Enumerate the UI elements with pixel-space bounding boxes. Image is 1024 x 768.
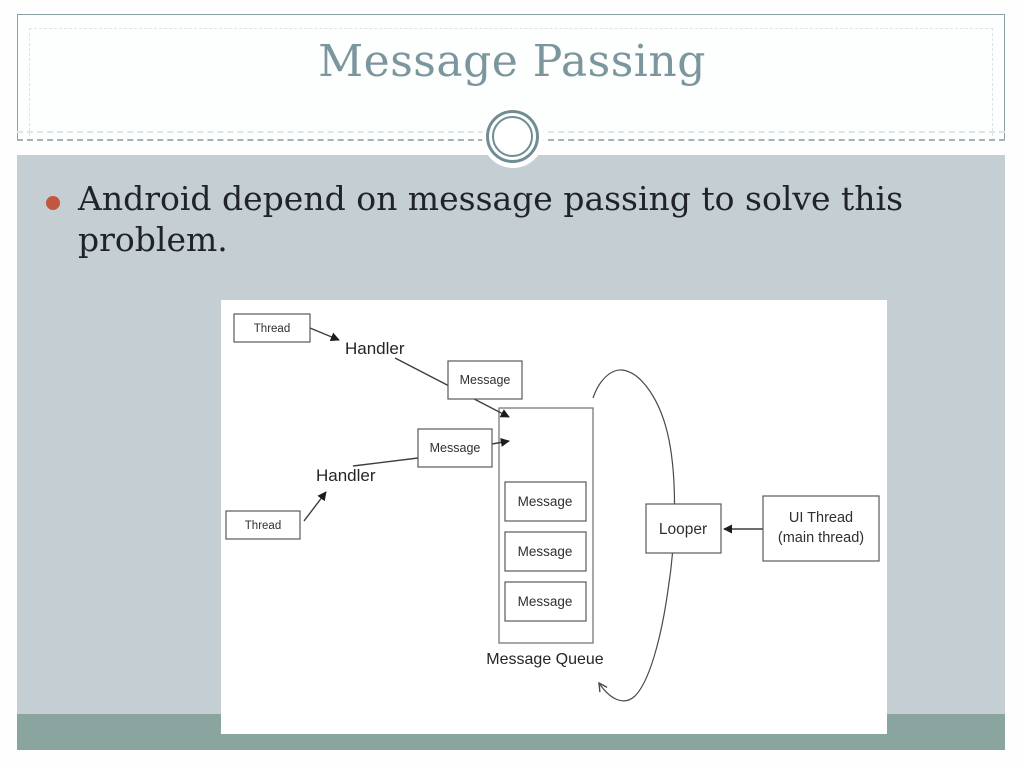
slide-title: Message Passing: [318, 36, 706, 87]
queue-message-label-1: Message: [518, 494, 573, 509]
handler-top-label: Handler: [345, 339, 405, 358]
message-floating-mid-box: [417, 428, 493, 468]
handler-bottom-label: Handler: [316, 466, 376, 485]
message-floating-mid-label: Message: [430, 441, 481, 455]
ui-thread-box: [762, 495, 880, 562]
queue-message-box-2: [504, 531, 587, 572]
diagram-panel: Thread Handler Message Message Handler T…: [221, 300, 887, 734]
circle-ornament-outer-ring: [486, 110, 539, 163]
arrow-thread-bottom-to-handler: [303, 491, 327, 522]
queue-message-label-3: Message: [518, 594, 573, 609]
arrow-message-mid-to-queue: [491, 437, 510, 447]
bullet-dot: [46, 196, 60, 210]
line-handler-bottom-to-message: [352, 457, 419, 467]
looper-label: Looper: [659, 521, 707, 538]
message-queue-label: Message Queue: [486, 651, 604, 668]
thread-bottom-label: Thread: [245, 520, 281, 532]
message-floating-top-label: Message: [460, 373, 511, 387]
message-floating-top-box: [447, 360, 523, 400]
title-inner-frame: [29, 28, 993, 141]
thread-bottom-box: [225, 510, 301, 540]
queue-message-label-2: Message: [518, 544, 573, 559]
circle-ornament-inner-ring: [492, 116, 533, 157]
bullet-text: Android depend on message passing to sol…: [78, 178, 958, 260]
circle-ornament: [482, 106, 544, 168]
thread-top-label: Thread: [254, 323, 290, 335]
looper-box: [645, 503, 722, 554]
thread-top-box: [233, 313, 311, 343]
ui-thread-label-line1: UI Thread: [789, 510, 853, 526]
bullet-text-line2: problem.: [78, 220, 228, 259]
arrow-thread-top-to-handler: [309, 327, 340, 342]
ui-thread-label-line2: (main thread): [778, 530, 864, 546]
bullet-text-line1: Android depend on message passing to sol…: [78, 179, 904, 218]
message-passing-diagram: Thread Handler Message Message Handler T…: [225, 313, 880, 702]
queue-message-box-1: [504, 481, 587, 522]
queue-message-box-3: [504, 581, 587, 622]
